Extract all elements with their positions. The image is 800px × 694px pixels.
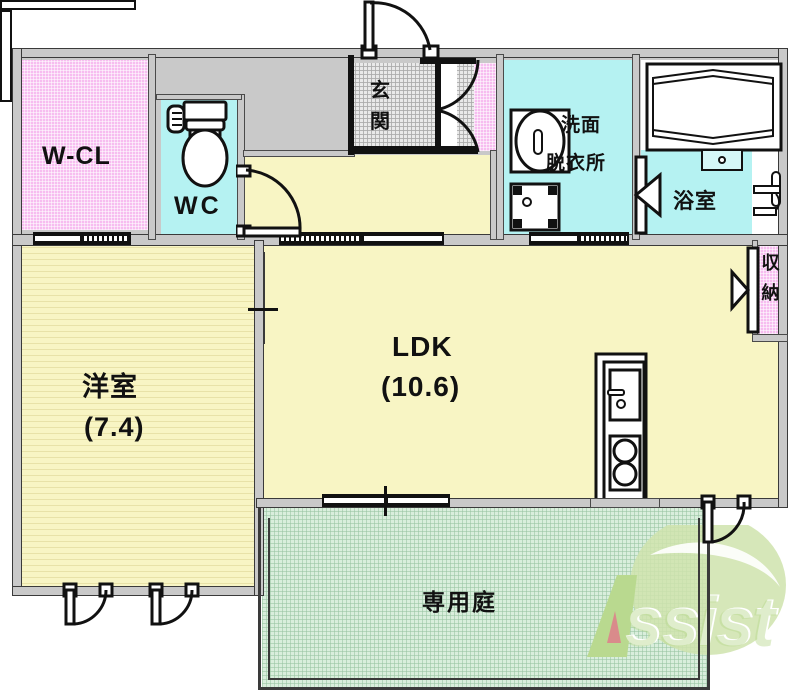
- label-yoshitsu-name: 洋室: [82, 372, 138, 403]
- wall-wcl-right: [148, 54, 156, 240]
- door-genkan-inner[interactable]: [424, 58, 494, 154]
- sliding-partition-mullion: [263, 252, 265, 344]
- sliding-door-senmen-ldk[interactable]: [529, 232, 629, 245]
- genkan-wall-left: [348, 55, 354, 155]
- wall-right-lower: [778, 335, 788, 508]
- wall-senmen-bath: [632, 54, 640, 240]
- wall-senmen-left: [496, 54, 504, 240]
- toilet-fixture: [166, 100, 229, 188]
- label-wcl: W-CL: [42, 142, 111, 170]
- label-genkan-1: 玄: [370, 78, 391, 102]
- wall-hall-top: [243, 150, 355, 157]
- garden-inner-right: [698, 518, 700, 680]
- genkan-top-lintel: [420, 58, 476, 64]
- garden-edge-bottom: [258, 687, 710, 690]
- wall-outer-left: [12, 48, 22, 596]
- sliding-door-wcl[interactable]: [33, 232, 131, 245]
- genkan-wall-bottom: [348, 146, 478, 154]
- partition-handle-mark: [248, 308, 278, 311]
- door-shuno[interactable]: [730, 246, 764, 336]
- garden-inner-left: [268, 518, 270, 680]
- genkan-inner-jamb: [435, 62, 441, 152]
- genkan-closet-fill: [474, 63, 498, 151]
- bath-drain: [701, 149, 743, 171]
- shower-fixture: [753, 171, 781, 216]
- window-mullion-ldk: [384, 486, 387, 516]
- sliding-partition-bedroom[interactable]: [0, 10, 12, 102]
- label-genkan-2: 関: [370, 109, 391, 133]
- label-shuno-1: 収: [761, 253, 781, 274]
- genkan-threshold: [0, 0, 136, 10]
- door-genkan-entry[interactable]: [352, 0, 482, 60]
- label-ldk-name: LDK: [392, 331, 453, 362]
- door-bedroom-right[interactable]: [148, 582, 208, 632]
- kitchen-unit: [594, 352, 648, 504]
- bathtub-fixture: [645, 62, 783, 152]
- door-bedroom-left[interactable]: [62, 582, 122, 632]
- kitchen-base-wall: [590, 498, 660, 508]
- label-shuno-2: 納: [761, 283, 781, 304]
- label-yokushitsu: 浴室: [673, 189, 717, 213]
- room-fill-ldk-left: [264, 245, 594, 505]
- label-wc: WC: [174, 192, 222, 220]
- washing-machine-pan: [509, 182, 561, 232]
- door-wc[interactable]: [236, 164, 308, 244]
- label-ldk-area: (10.6): [381, 371, 461, 402]
- label-garden: 専用庭: [422, 590, 497, 616]
- garden-edge-left: [258, 508, 261, 690]
- washbasin-fixture: [509, 108, 571, 174]
- wall-shuno-bottom: [752, 334, 788, 342]
- door-ldk-terrace[interactable]: [700, 494, 756, 552]
- wall-wc-top: [156, 94, 242, 100]
- wall-hall-right: [490, 150, 497, 240]
- room-fill-yoshitsu: [12, 245, 256, 590]
- wall-bedroom-bottom: [12, 586, 264, 596]
- label-senmen-2: 脱衣所: [546, 152, 607, 174]
- garden-edge-right: [707, 508, 710, 690]
- label-yoshitsu-area: (7.4): [84, 412, 145, 442]
- garden-inner-bottom: [268, 678, 700, 680]
- hall-fill: [243, 155, 496, 240]
- sliding-door-hall-ldk[interactable]: [279, 232, 444, 245]
- door-bathroom[interactable]: [620, 155, 664, 237]
- room-fill-wcl: [18, 60, 148, 230]
- label-senmen-1: 洗面: [561, 114, 602, 136]
